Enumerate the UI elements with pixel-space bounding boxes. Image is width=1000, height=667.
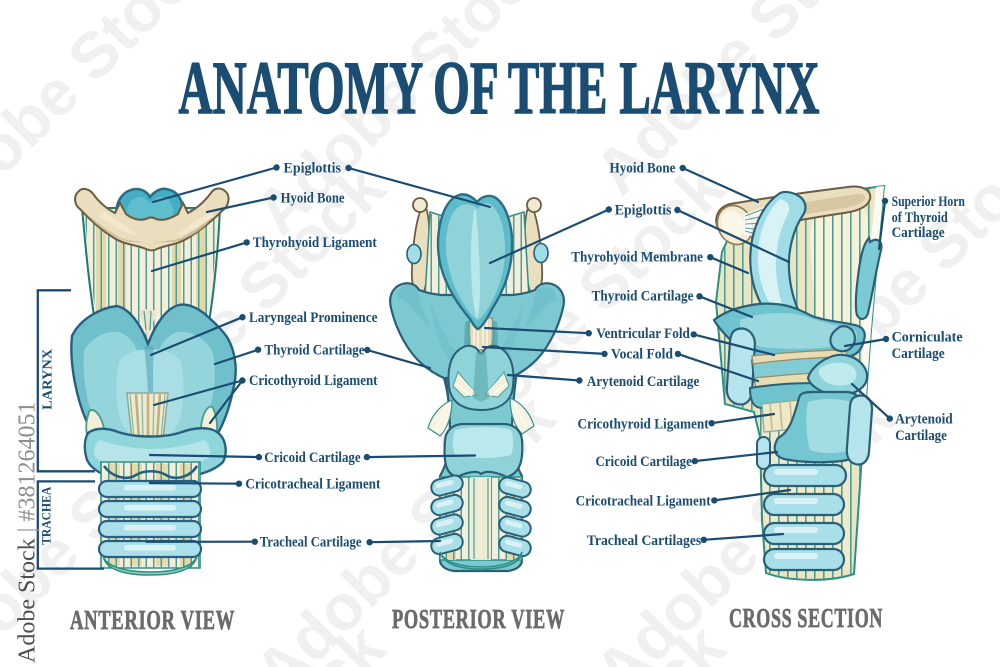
svg-text:Arytenoid Cartilage: Arytenoid Cartilage (587, 374, 699, 390)
svg-text:Thyroid Cartilage: Thyroid Cartilage (265, 343, 365, 359)
svg-text:Cricoid Cartilage: Cricoid Cartilage (596, 454, 692, 470)
svg-text:Ventricular Fold: Ventricular Fold (596, 326, 690, 342)
svg-text:ANTERIOR VIEW: ANTERIOR VIEW (70, 604, 235, 635)
svg-text:TRACHEA: TRACHEA (40, 487, 54, 545)
svg-text:Arytenoid: Arytenoid (895, 411, 953, 427)
svg-text:Thyrohyoid Membrane: Thyrohyoid Membrane (571, 249, 703, 265)
svg-text:Laryngeal Prominence: Laryngeal Prominence (249, 310, 378, 326)
svg-text:Thyrohyoid Ligament: Thyrohyoid Ligament (253, 235, 377, 251)
svg-text:Hyoid Bone: Hyoid Bone (281, 190, 345, 206)
svg-text:Tracheal Cartilage: Tracheal Cartilage (260, 534, 362, 550)
svg-text:LARYNX: LARYNX (40, 349, 55, 410)
svg-text:POSTERIOR VIEW: POSTERIOR VIEW (392, 603, 565, 634)
svg-text:CROSS SECTION: CROSS SECTION (729, 602, 883, 633)
svg-text:Tracheal Cartilages: Tracheal Cartilages (587, 533, 702, 549)
svg-text:Cricothyroid Ligament: Cricothyroid Ligament (249, 373, 378, 389)
svg-text:Epiglottis: Epiglottis (284, 160, 342, 176)
svg-text:Cartilage: Cartilage (892, 225, 945, 241)
svg-text:Cricotracheal Ligament: Cricotracheal Ligament (576, 494, 711, 510)
svg-text:Cricothyroid Ligament: Cricothyroid Ligament (578, 417, 709, 433)
svg-text:Thyroid Cartilage: Thyroid Cartilage (592, 289, 694, 305)
svg-text:Cartilage: Cartilage (895, 428, 947, 444)
svg-text:Cartilage: Cartilage (892, 346, 945, 362)
svg-text:of Thyroid: of Thyroid (892, 210, 948, 226)
svg-text:ANATOMY OF THE LARYNX: ANATOMY OF THE LARYNX (179, 47, 820, 130)
svg-text:Adobe Stock | #381264051: Adobe Stock | #381264051 (15, 402, 41, 663)
svg-text:Cricotracheal Ligament: Cricotracheal Ligament (245, 476, 380, 492)
svg-text:Epiglottis: Epiglottis (615, 202, 672, 218)
svg-text:Hyoid Bone: Hyoid Bone (610, 161, 676, 177)
svg-text:Superior Horn: Superior Horn (892, 194, 965, 210)
svg-text:Corniculate: Corniculate (892, 330, 963, 346)
svg-text:Cricoid Cartilage: Cricoid Cartilage (264, 450, 360, 466)
svg-text:Vocal Fold: Vocal Fold (611, 346, 673, 362)
